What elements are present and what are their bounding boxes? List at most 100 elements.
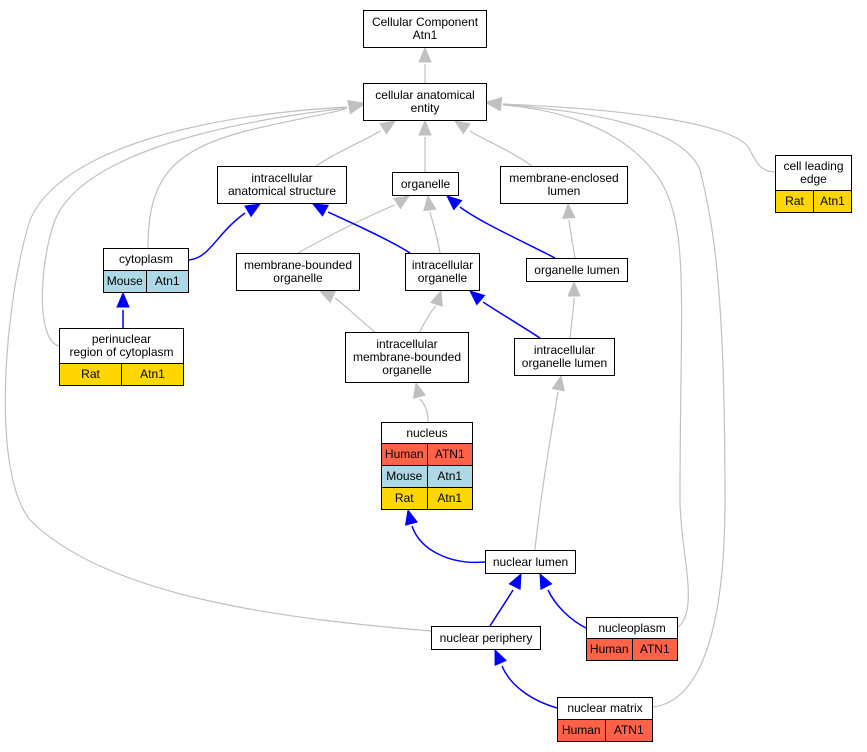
term-node-iol[interactable]: intracellular organelle lumen <box>514 338 615 376</box>
term-node-mbo[interactable]: membrane-bounded organelle <box>236 253 360 291</box>
species-cell: Rat <box>382 488 427 509</box>
species-cell: Human <box>558 720 605 741</box>
term-node-imbo[interactable]: intracellular membrane-bounded organelle <box>345 332 469 383</box>
arrowhead <box>508 572 522 590</box>
edge-is-a-io-to-org <box>423 194 441 254</box>
edge-is-a-nuc-to-imbo <box>412 381 429 423</box>
edge-is-a-imbo-to-mbo <box>318 290 376 333</box>
term-node-org[interactable]: organelle <box>392 172 459 196</box>
arrowhead <box>430 289 443 307</box>
term-label: nucleus <box>406 425 448 440</box>
arrowhead <box>347 99 365 114</box>
term-label: organelle <box>400 176 451 191</box>
species-cell: Rat <box>776 191 813 212</box>
gene-cell: ATN1 <box>631 639 677 660</box>
edge-part-of-io-to-ias <box>311 203 411 254</box>
term-node-np[interactable]: nuclear periphery <box>431 626 541 650</box>
arrowhead <box>418 46 432 63</box>
arrowhead <box>494 648 508 666</box>
term-label: cytoplasm <box>118 252 174 266</box>
term-label: cellular anatomical entity <box>375 88 475 115</box>
term-label: nuclear periphery <box>439 630 533 645</box>
edge-is-a-ias-to-cae <box>315 120 397 167</box>
species-cell: Mouse <box>382 466 427 487</box>
edge-part-of-iol-to-io <box>469 290 541 339</box>
arrowhead <box>485 97 502 111</box>
edge-is-a-nm-to-cae <box>485 97 726 708</box>
term-node-io[interactable]: intracellular organelle <box>405 253 480 291</box>
edge-is-a-imbo-to-io <box>419 289 443 333</box>
edge-part-of-nm-to-np <box>494 648 558 709</box>
edge-is-a-ol-to-mel <box>562 202 576 259</box>
term-node-ol[interactable]: organelle lumen <box>526 258 628 282</box>
edge-is-a-mel-to-cae <box>453 120 533 167</box>
term-node-cae[interactable]: cellular anatomical entity <box>363 83 487 121</box>
term-label: membrane-bounded organelle <box>243 258 353 285</box>
gene-cell: Atn1 <box>426 466 472 487</box>
edge-is-a-nl-to-iol <box>534 374 565 551</box>
term-label: cell leading edge <box>783 159 844 186</box>
term-node-ias[interactable]: intracellular anatomical structure <box>217 166 347 204</box>
edge-is-a-cle-to-cae <box>485 97 776 173</box>
arrowhead <box>318 290 336 304</box>
gene-cell: Atn1 <box>121 364 183 385</box>
gene-cell: Atn1 <box>813 191 851 212</box>
arrowhead <box>562 202 576 219</box>
arrowhead <box>539 572 553 590</box>
edge-part-of-ol-to-org <box>446 195 556 259</box>
edge-is-a-prc-to-cae <box>41 100 365 347</box>
term-label: membrane-enclosed lumen <box>509 171 619 198</box>
species-cell: Mouse <box>104 271 146 292</box>
arrowhead <box>393 195 411 210</box>
species-cell: Rat <box>60 364 121 385</box>
gene-cell: ATN1 <box>604 720 652 741</box>
term-label: perinuclear region of cytoplasm <box>69 332 174 359</box>
term-label: Cellular Component Atn1 <box>371 15 479 42</box>
term-label: intracellular organelle lumen <box>521 343 608 370</box>
arrowhead <box>116 291 130 308</box>
edge-part-of-prc-to-cyto <box>116 291 130 328</box>
term-node-nl[interactable]: nuclear lumen <box>485 550 576 574</box>
term-label: intracellular membrane-bounded organelle <box>352 337 462 377</box>
arrowhead <box>453 120 471 135</box>
term-label: organelle lumen <box>534 262 620 277</box>
edge-part-of-cyto-to-ias <box>188 203 262 261</box>
arrowhead <box>244 203 262 218</box>
arrowhead <box>412 381 427 399</box>
arrowhead <box>418 119 432 136</box>
arrowhead <box>311 203 329 217</box>
edge-is-a-cae-to-cc <box>418 46 432 83</box>
arrowhead <box>567 280 581 297</box>
term-label: nuclear matrix <box>567 701 643 715</box>
edge-part-of-npl-to-nl <box>539 572 587 629</box>
term-label: nuclear lumen <box>492 554 569 569</box>
edge-is-a-iol-to-ol <box>567 280 581 339</box>
edge-is-a-org-to-cae <box>418 119 432 172</box>
edge-is-a-mbo-to-org <box>297 195 411 254</box>
term-label: intracellular anatomical structure <box>227 171 337 198</box>
gene-cell: Atn1 <box>426 488 472 509</box>
arrowhead <box>551 374 565 392</box>
edge-part-of-np-to-nl <box>489 572 522 627</box>
arrowhead <box>423 194 437 212</box>
edge-is-a-np-to-cae <box>4 99 432 632</box>
term-node-mel[interactable]: membrane-enclosed lumen <box>500 166 628 204</box>
term-node-cc[interactable]: Cellular Component Atn1 <box>363 10 487 48</box>
term-label: intracellular organelle <box>411 258 474 285</box>
species-cell: Human <box>382 444 427 465</box>
